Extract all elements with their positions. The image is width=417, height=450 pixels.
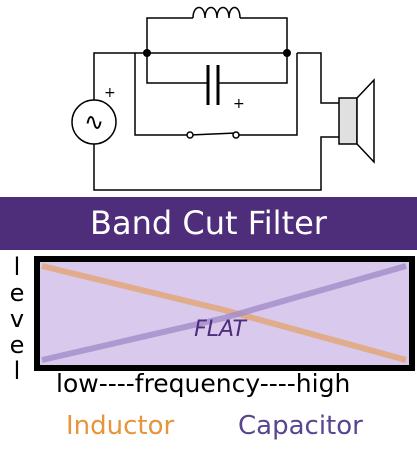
capacitor-icon bbox=[206, 65, 220, 105]
y-label-letter: l bbox=[13, 357, 21, 385]
y-label-letter: e bbox=[9, 279, 25, 307]
y-label-letter: l bbox=[13, 253, 21, 281]
capacitor-response-line bbox=[223, 263, 407, 321]
title-banner: Band Cut Filter bbox=[0, 197, 417, 250]
legend-capacitor: Capacitor bbox=[238, 411, 363, 441]
capacitor-response-line bbox=[41, 315, 225, 363]
capacitor-plus-sign: + bbox=[233, 96, 245, 112]
x-axis-label: low----frequency----high bbox=[56, 369, 351, 398]
flat-label: FLAT bbox=[194, 317, 247, 342]
y-label-letter: e bbox=[9, 331, 25, 359]
y-axis-label: l e v e l bbox=[6, 254, 28, 384]
source-plus-sign: + bbox=[104, 85, 116, 101]
ac-source-icon: ∿ bbox=[71, 99, 117, 145]
speaker-icon bbox=[338, 78, 375, 164]
y-label-letter: v bbox=[9, 305, 25, 333]
legend-inductor: Inductor bbox=[66, 411, 175, 441]
circuit-diagram: ∿ + + bbox=[71, 6, 375, 191]
switch-contacts bbox=[186, 131, 240, 139]
inductor-coil-icon bbox=[192, 6, 241, 19]
inductor-response-line bbox=[41, 263, 225, 313]
frequency-response-graph: FLAT bbox=[34, 256, 415, 371]
svg-text:∿: ∿ bbox=[84, 108, 104, 136]
inductor-response-line bbox=[223, 307, 407, 363]
